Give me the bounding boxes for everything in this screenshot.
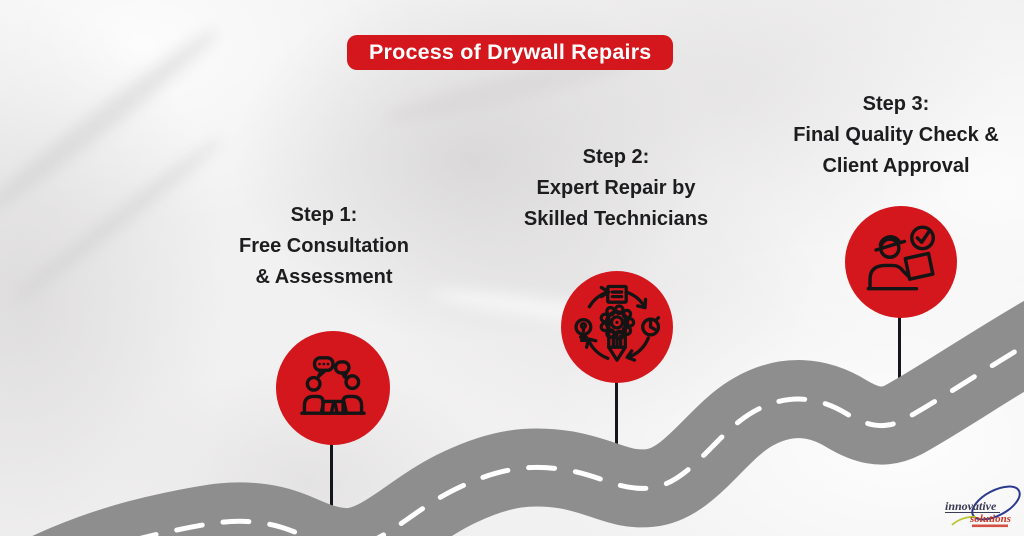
step3-line2: Client Approval [822, 155, 970, 177]
step2-heading: Step 2: Expert Repair by Skilled Technic… [501, 142, 731, 235]
company-logo: innovative solutions [942, 483, 1024, 533]
company-logo-mark: innovative solutions [945, 485, 1021, 528]
logo-tagline-bar [972, 524, 1008, 528]
logo-text-solutions: solutions [969, 513, 1011, 525]
consultation-icon [300, 356, 366, 415]
step1-label: Step 1: [290, 204, 358, 226]
step2-label: Step 2: [582, 146, 650, 168]
step3-label: Step 3: [862, 93, 930, 115]
step1-line2: & Assessment [255, 266, 393, 288]
step3-heading: Step 3: Final Quality Check & Client App… [766, 89, 1024, 182]
step1-line1: Free Consultation [238, 235, 409, 257]
repair-cycle-icon [574, 284, 661, 362]
page-title: Process of Drywall Repairs [347, 35, 674, 70]
road-surface [32, 300, 1024, 536]
step1-heading: Step 1: Free Consultation & Assessment [209, 200, 439, 293]
step3-marker [845, 206, 957, 318]
step2-line1: Expert Repair by [536, 177, 696, 199]
quality-check-icon [866, 225, 935, 291]
step2-line2: Skilled Technicians [523, 208, 709, 230]
step2-marker [561, 271, 673, 383]
step3-line1: Final Quality Check & [793, 124, 999, 146]
step1-marker [276, 331, 390, 445]
logo-text-innovative: innovative [945, 499, 997, 513]
